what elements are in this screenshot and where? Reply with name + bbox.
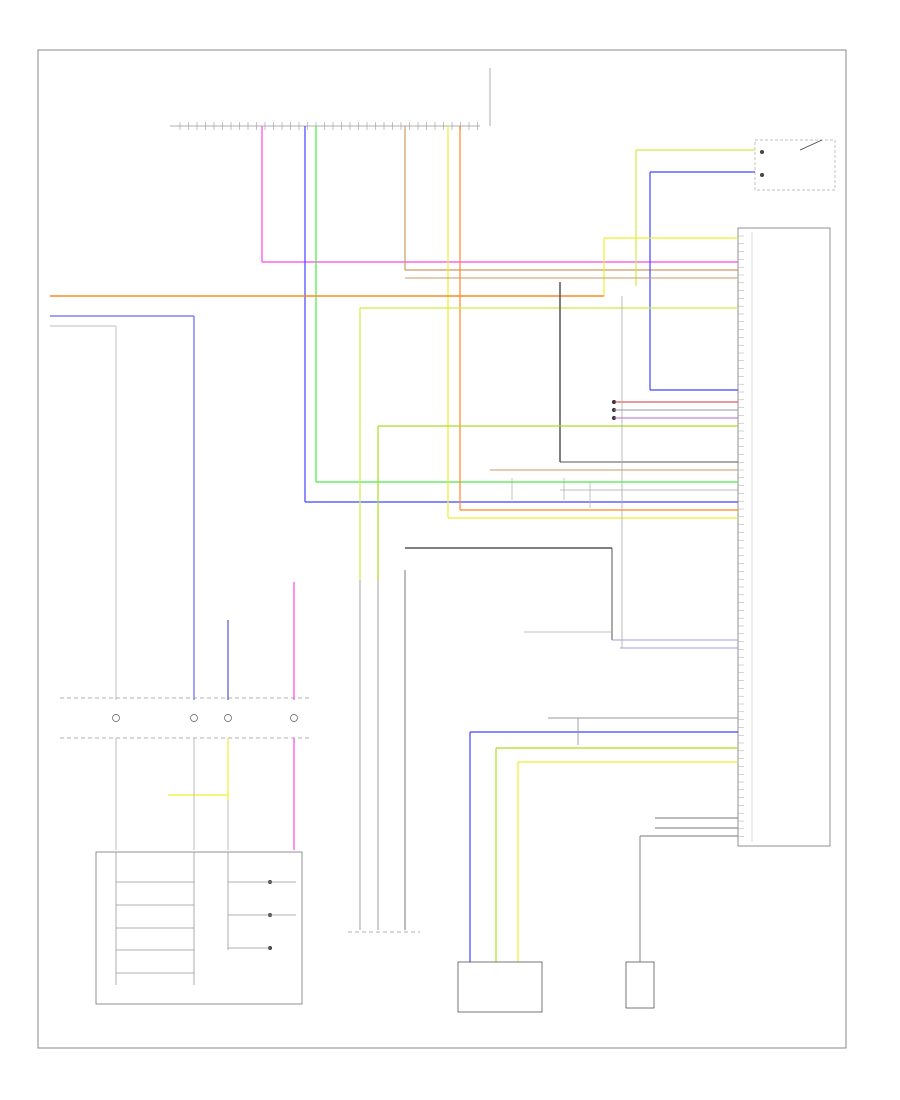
clockspring-pin-1 (112, 714, 120, 722)
steering-wheel-clockspring (60, 697, 310, 739)
ignition-contact-1 (760, 150, 764, 154)
audio-control-module (170, 68, 491, 130)
diagram-frame (37, 49, 847, 1049)
ignition-wires (635, 149, 755, 391)
smart-junction-box (737, 227, 831, 847)
ignition-switch-blade (799, 139, 823, 151)
left-steering-wheel-switch (95, 851, 303, 1005)
clockspring-wires (115, 582, 295, 850)
misc-wires (511, 296, 738, 648)
acm-wires (261, 126, 738, 519)
audio-input-jack-box (457, 961, 543, 1013)
switch-box (95, 851, 303, 1005)
clockspring-pin-3 (224, 714, 232, 722)
audio-input-jack (457, 717, 738, 1013)
clockspring-pin-2 (190, 714, 198, 722)
ignition-switch-box (754, 139, 836, 191)
battery-box (625, 961, 655, 1009)
left-side-wires (50, 315, 195, 700)
sjb-connector-dots (612, 400, 738, 420)
clockspring-pin-4 (290, 714, 298, 722)
ignition-contact-2 (760, 173, 764, 177)
acm-pin-ticks (179, 122, 478, 130)
ignition-switch (754, 139, 836, 191)
bus-wires (50, 237, 738, 580)
clockspring-connector (348, 547, 738, 933)
battery-ground (625, 817, 738, 1009)
sjb-pin-ticks (738, 235, 744, 837)
sjb-body (737, 227, 831, 847)
